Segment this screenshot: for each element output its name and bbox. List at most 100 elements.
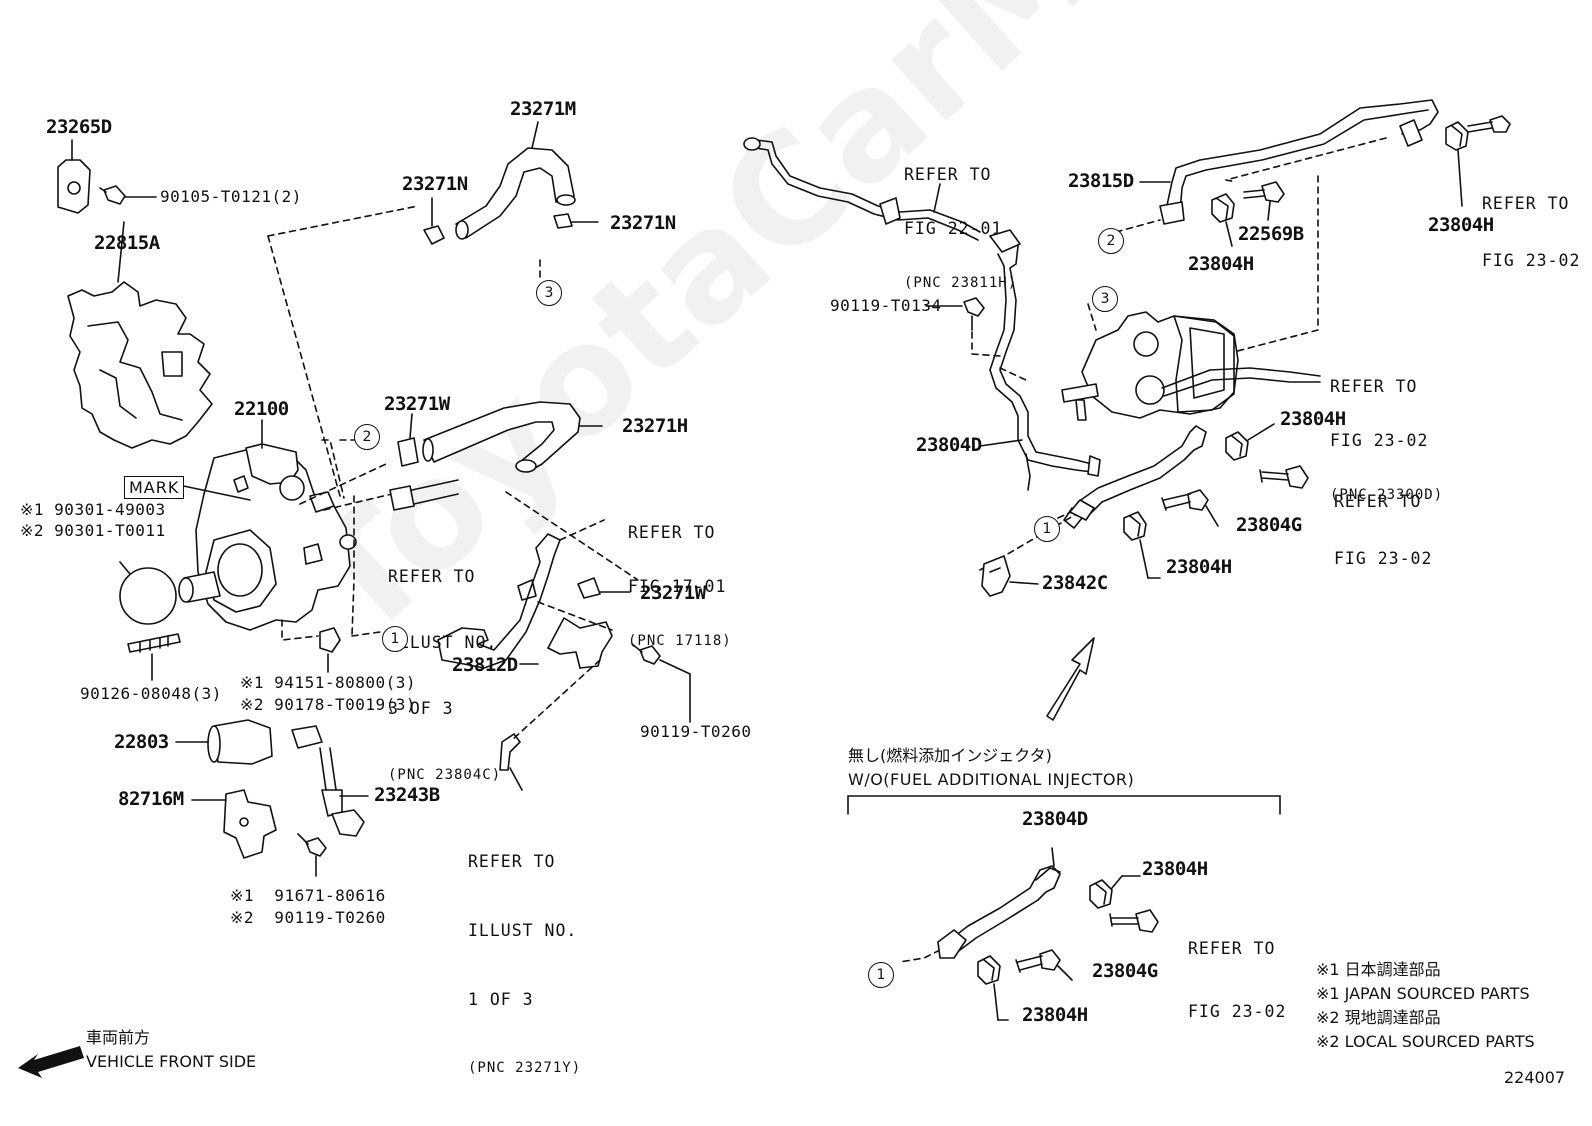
part-23265D-drawing <box>57 139 91 214</box>
bolt-91671-drawing <box>297 833 327 877</box>
clip-23804H-mid-drawing <box>1225 423 1275 461</box>
label-90119-T0134: 90119-T0134 <box>830 296 942 315</box>
pipe-23811H-drawing <box>743 137 981 241</box>
refer-line: 1 OF 3 <box>468 990 534 1009</box>
stud-90126-drawing <box>127 633 181 681</box>
label-90178: ※2 90178-T0019(3) <box>240 695 417 714</box>
refer-line: FIG 23-02 <box>1482 251 1581 270</box>
bolt-refer-23-02-drawing <box>1259 465 1309 489</box>
label-23804D: 23804D <box>916 434 982 456</box>
refer-line: REFER TO <box>468 852 556 871</box>
label-90119-T0260-b: ※2 90119-T0260 <box>230 908 386 927</box>
figure-number: 224007 <box>1504 1068 1566 1087</box>
circle-ref-3: 3 <box>536 280 562 306</box>
front-label-en: VEHICLE FRONT SIDE <box>86 1052 257 1071</box>
label-23804D-variant: 23804D <box>1022 808 1088 830</box>
refer-pnc: (PNC 23811H) <box>904 275 1018 291</box>
refer-line: REFER TO <box>1482 194 1570 213</box>
variant-label-en: W/O(FUEL ADDITIONAL INJECTOR) <box>848 770 1135 789</box>
bolt-variant-refer-drawing <box>1109 909 1159 933</box>
clip-23804H-second-drawing <box>1211 193 1235 247</box>
part-22803-drawing <box>175 719 273 765</box>
refer-line: FIG 23-02 <box>1330 431 1429 450</box>
label-23804G: 23804G <box>1236 514 1302 536</box>
bolt-90119-T0260-drawing <box>631 643 691 723</box>
hose-23271H-drawing <box>422 401 603 473</box>
clamp-23271W-drawing <box>577 577 631 599</box>
label-82716M: 82716M <box>118 788 184 810</box>
label-23842C: 23842C <box>1042 572 1108 594</box>
bolt-90119-T0134-drawing <box>925 297 985 331</box>
refer-line: REFER TO <box>1330 377 1418 396</box>
front-arrow-icon <box>18 1046 84 1078</box>
bolt-23804G-drawing <box>1161 489 1219 527</box>
label-23271N-b: 23271N <box>610 212 676 234</box>
refer-line: FIG 23-02 <box>1188 1002 1287 1021</box>
pipe-23815D-drawing <box>1139 99 1439 225</box>
clip-23804H-low-drawing <box>1123 511 1161 579</box>
parts-diagram: ToyotaCarMine.ru <box>18 0 1580 1087</box>
legend-line-2: ※1 JAPAN SOURCED PARTS <box>1316 984 1530 1003</box>
clip-variant-23804H-drawing <box>1089 875 1141 909</box>
label-23271W-b: 23271W <box>640 582 706 604</box>
refer-fig-23-02-variant: REFER TO FIG 23-02 <box>1188 896 1286 1064</box>
refer-line: FIG 17-01 <box>628 577 727 596</box>
label-23804H-1: 23804H <box>1188 253 1254 275</box>
pump-dashed-leaders <box>267 205 541 641</box>
nut-94151-drawing <box>319 627 341 673</box>
refer-fig-23-02-top: REFER TO FIG 23-02 <box>1482 156 1580 308</box>
refer-line: REFER TO <box>904 165 992 184</box>
refer-pnc: (PNC 23271Y) <box>468 1060 582 1076</box>
refer-line: 3 OF 3 <box>388 699 454 718</box>
refer-line: FIG 23-02 <box>1334 549 1433 568</box>
bolt-variant-23804G-drawing <box>1015 949 1073 981</box>
cover-22815A-drawing <box>67 221 213 449</box>
circle-ref-3-right: 3 <box>1092 286 1118 312</box>
label-23271M: 23271M <box>510 98 576 120</box>
circle-ref-2: 2 <box>354 424 380 450</box>
refer-line: ILLUST NO. <box>468 921 578 940</box>
pipe-23804D-drawing <box>979 229 1101 491</box>
label-23815D: 23815D <box>1068 170 1134 192</box>
legend-line-3: ※2 現地調達部品 <box>1316 1008 1441 1027</box>
refer-line: REFER TO <box>628 523 716 542</box>
label-23271N-a: 23271N <box>402 173 468 195</box>
clip-23804H-top-drawing <box>1445 121 1469 207</box>
label-23271W-a: 23271W <box>384 393 450 415</box>
label-23804G-variant: 23804G <box>1092 960 1158 982</box>
refer-fig-17-01: REFER TO FIG 17-01 (PNC 17118) <box>628 488 732 686</box>
label-23812D: 23812D <box>452 654 518 676</box>
refer-pnc: (PNC 17118) <box>628 633 732 649</box>
clamp-23271N-drawing <box>423 197 599 245</box>
label-90301-49003: ※1 90301-49003 <box>20 500 166 519</box>
label-23804H-2: 23804H <box>1428 214 1494 236</box>
legend-line-1: ※1 日本調達部品 <box>1316 960 1441 979</box>
hose-23271Y-drawing <box>499 733 523 791</box>
refer-line: REFER TO <box>1334 492 1422 511</box>
label-23265D: 23265D <box>46 116 112 138</box>
grommet-23271W-drawing <box>397 413 419 467</box>
bolt-90105-drawing <box>99 185 157 205</box>
label-23804H-4: 23804H <box>1166 556 1232 578</box>
refer-fig-22-01: REFER TO FIG 22-01 (PNC 23811H) <box>904 130 1017 328</box>
pump-23300D-drawing <box>1061 311 1321 421</box>
label-23804H-5: 23804H <box>1142 858 1208 880</box>
clamp-23842C-drawing <box>981 555 1039 597</box>
label-90119-T0260: 90119-T0260 <box>640 722 752 741</box>
label-23804H-3: 23804H <box>1280 408 1346 430</box>
label-90126: 90126-08048(3) <box>80 684 222 703</box>
label-90301-T0011: ※2 90301-T0011 <box>20 521 166 540</box>
refer-pnc: (PNC 23300D) <box>1330 487 1444 503</box>
label-23243B: 23243B <box>374 784 440 806</box>
circle-ref-1-variant: 1 <box>868 962 894 988</box>
circle-ref-1: 1 <box>382 626 408 652</box>
pipe-lower-drawing <box>1063 425 1207 529</box>
middle-dashed-leaders <box>505 491 639 741</box>
label-91671: ※1 91671-80616 <box>230 886 386 905</box>
variant-bracket-drawing <box>847 795 1281 815</box>
refer-illust-3: REFER TO ILLUST NO. 3 OF 3 (PNC 23804C) <box>388 522 501 830</box>
mark-box: MARK <box>124 476 185 499</box>
front-label-jp: 車両前方 <box>86 1028 151 1047</box>
direction-arrow-icon <box>1046 637 1095 721</box>
hose-23271M-drawing <box>455 121 576 240</box>
